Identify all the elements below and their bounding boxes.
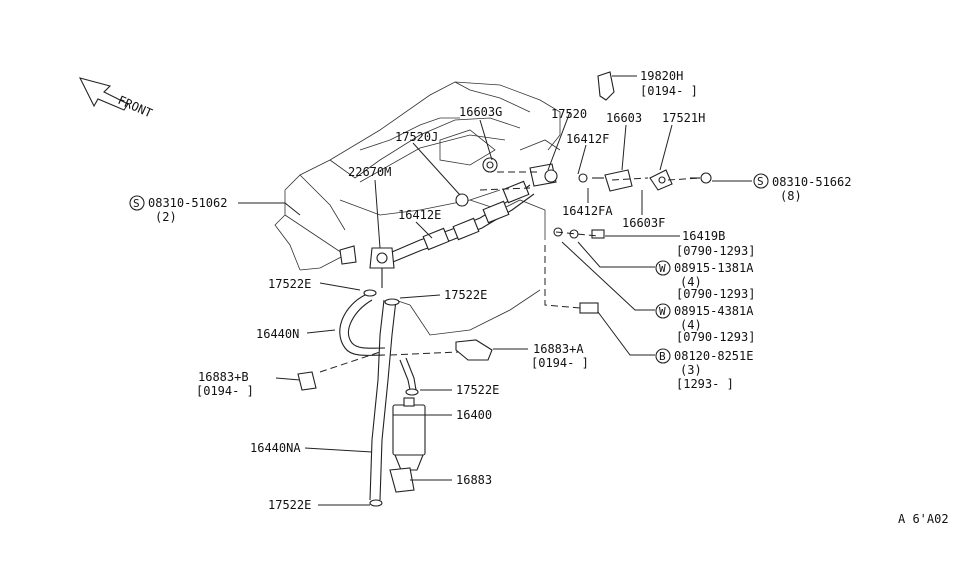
label-16603: 16603 [606,111,642,125]
spec-badges: S S W W B [129,173,769,364]
label-16883B-range: [0194- ] [196,384,254,398]
label-17520: 17520 [551,107,587,121]
leader-lines [238,75,752,506]
label-08310-51062: 08310-51062 [148,196,227,210]
badge-w-2: W [659,305,666,318]
label-16883A: 16883+A [533,342,584,356]
label-16883A-range: [0194- ] [531,356,589,370]
front-label: FRONT [116,93,155,120]
label-16419B-range: [0790-1293] [676,244,755,258]
label-17522E-c: 17522E [456,383,499,397]
label-22670M: 22670M [348,165,391,179]
label-16412E: 16412E [398,208,441,222]
badge-w-1: W [659,262,666,275]
label-16603G: 16603G [459,105,502,119]
label-08120-8251E-qty: (3) [680,363,702,377]
label-08915-4381A: 08915-4381A [674,304,754,318]
label-08915-1381A-qty: (4) [680,275,702,289]
badge-s-right: S [757,175,764,188]
label-08120-8251E-range: [1293- ] [676,377,734,391]
label-08915-4381A-qty: (4) [680,318,702,332]
label-16440N: 16440N [256,327,299,341]
label-16419B: 16419B [682,229,725,243]
label-08310-51662-qty: (8) [780,189,802,203]
label-16883: 16883 [456,473,492,487]
label-19820H-range: [0194- ] [640,84,698,98]
fuel-damper-assembly [529,71,712,314]
label-08310-51662: 08310-51662 [772,175,851,189]
part-labels: 19820H [0194- ] 17520 16603G 16603 17521… [148,69,851,512]
label-17521H: 17521H [662,111,705,125]
label-16603F: 16603F [622,216,665,230]
fuel-rail [384,157,535,265]
label-16412FA: 16412FA [562,204,613,218]
label-16412F: 16412F [566,132,609,146]
label-08310-51062-qty: (2) [155,210,177,224]
dashed-reference-lines [319,171,701,373]
engine-block-outline [274,81,561,336]
label-17522E-d: 17522E [268,498,311,512]
brackets [297,339,493,391]
fuel-hoses [339,294,417,501]
label-08915-1381A: 08915-1381A [674,261,754,275]
label-16400: 16400 [456,408,492,422]
label-19820H: 19820H [640,69,683,83]
label-17522E-b: 17522E [444,288,487,302]
label-08120-8251E: 08120-8251E [674,349,753,363]
badge-s-left: S [133,197,140,210]
fuel-filter [389,397,426,493]
hose-clamps [363,289,419,507]
label-08915-1381A-range: [0790-1293] [676,287,755,301]
pressure-regulator [339,245,395,288]
label-16883B: 16883+B [198,370,249,384]
label-17522E-a: 17522E [268,277,311,291]
front-arrow-icon [78,77,129,111]
label-08915-4381A-range: [0790-1293] [676,330,755,344]
label-16440NA: 16440NA [250,441,301,455]
diagram-code: A 6'A02 [898,512,949,526]
label-17520J: 17520J [395,130,438,144]
badge-b: B [659,350,666,363]
